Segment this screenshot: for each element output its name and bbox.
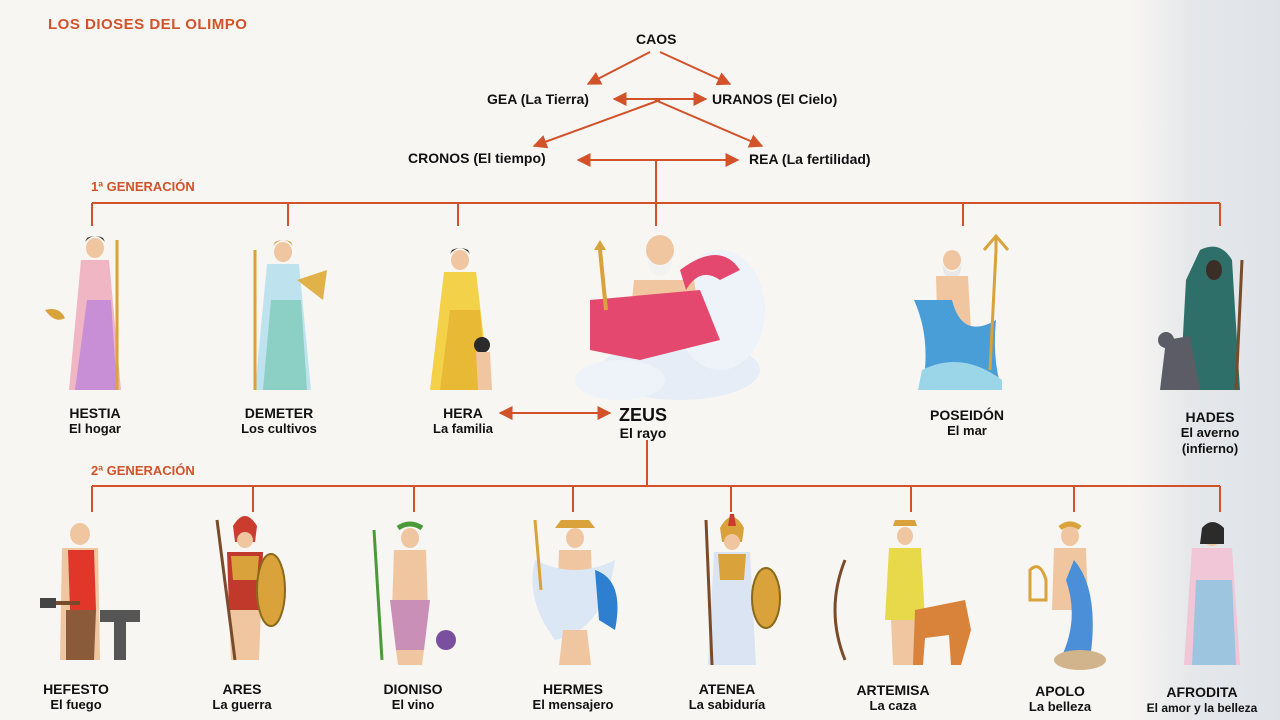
god-name: DIONISO: [383, 681, 443, 697]
hera-figure: [430, 248, 492, 390]
generation-1-label: 1ª GENERACIÓN: [91, 179, 195, 194]
god-name: HADES: [1185, 409, 1235, 425]
hefesto-figure: [40, 523, 140, 660]
god-apolo: APOLO La belleza: [980, 683, 1140, 715]
god-hera: HERA La familia: [383, 405, 543, 437]
god-domain-note: (infierno): [1181, 441, 1239, 456]
god-name: POSEIDÓN: [930, 407, 1004, 423]
poseidon-figure: [914, 233, 1010, 390]
god-name: APOLO: [1035, 683, 1085, 699]
god-poseidon: POSEIDÓN El mar: [887, 407, 1047, 439]
god-artemisa: ARTEMISA La caza: [813, 682, 973, 714]
hestia-figure: [45, 236, 121, 390]
god-domain: El mar: [947, 423, 987, 438]
god-name: HESTIA: [69, 405, 121, 421]
artemisa-figure: [833, 520, 971, 665]
god-dioniso: DIONISO El vino: [333, 681, 493, 713]
god-domain: Los cultivos: [241, 421, 317, 436]
arrow-caos-uranos: [659, 51, 732, 86]
node-cronos: CRONOS (El tiempo): [408, 150, 546, 166]
demeter-figure: [253, 240, 327, 390]
god-hestia: HESTIA El hogar: [15, 405, 175, 437]
god-name: HERMES: [543, 681, 603, 697]
node-caos: CAOS: [636, 31, 677, 47]
zeus-figure: [575, 235, 765, 400]
god-name: HEFESTO: [43, 681, 109, 697]
god-name: ATENEA: [698, 681, 756, 697]
ares-figure: [215, 516, 286, 661]
god-name: HERA: [443, 405, 483, 421]
god-domain: La belleza: [1028, 699, 1092, 714]
node-rea: REA (La fertilidad): [749, 151, 871, 167]
god-domain: La familia: [433, 421, 493, 436]
god-domain: El rayo: [619, 425, 667, 441]
god-domain: El fuego: [50, 697, 102, 712]
dioniso-figure: [372, 521, 456, 665]
god-atenea: ATENEA La sabiduría: [647, 681, 807, 713]
apolo-figure: [1028, 521, 1106, 670]
arrow-to-cronos: [532, 99, 661, 149]
god-hefesto: HEFESTO El fuego: [0, 681, 156, 713]
generation-2-label: 2ª GENERACIÓN: [91, 463, 195, 478]
god-zeus: ZEUS El rayo: [563, 405, 723, 441]
god-name: ARES: [222, 681, 262, 697]
god-domain: La sabiduría: [688, 697, 766, 712]
afrodita-figure: [1184, 522, 1240, 665]
god-domain: El averno: [1180, 425, 1240, 440]
god-domain: La guerra: [212, 697, 272, 712]
diagram-title: LOS DIOSES DEL OLIMPO: [48, 16, 248, 33]
god-afrodita: AFRODITA El amor y la belleza: [1118, 684, 1280, 716]
arrow-to-rea: [654, 99, 764, 148]
god-hermes: HERMES El mensajero: [493, 681, 653, 713]
god-hades: HADES El averno (infierno): [1130, 409, 1280, 457]
god-name: DEMETER: [244, 405, 314, 421]
god-domain: El hogar: [68, 421, 121, 436]
god-domain: La caza: [869, 698, 917, 713]
hades-figure: [1158, 246, 1244, 391]
node-gea: GEA (La Tierra): [487, 91, 589, 107]
god-ares: ARES La guerra: [162, 681, 322, 713]
god-name: ZEUS: [618, 405, 667, 425]
god-domain: El amor y la belleza: [1146, 701, 1258, 715]
god-name: AFRODITA: [1166, 684, 1238, 700]
hermes-figure: [532, 519, 618, 665]
god-domain: El mensajero: [532, 697, 614, 712]
god-domain: El vino: [391, 697, 435, 712]
god-demeter: DEMETER Los cultivos: [199, 405, 359, 437]
arrow-caos-gea: [586, 51, 651, 85]
god-name: ARTEMISA: [856, 682, 930, 698]
atenea-figure: [704, 514, 781, 666]
node-uranos: URANOS (El Cielo): [712, 91, 838, 107]
